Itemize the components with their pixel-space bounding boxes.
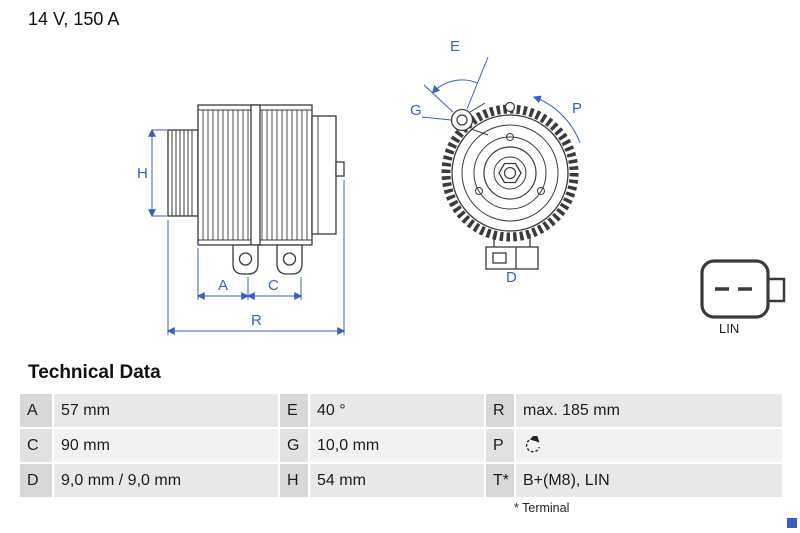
param-value: 40 ° (310, 394, 484, 427)
param-label: R (486, 394, 514, 427)
table-row: D 9,0 mm / 9,0 mm H 54 mm T* B+(M8), LIN (20, 464, 782, 497)
top-bolt (504, 101, 516, 113)
voltage-amperage-spec: 14 V, 150 A (28, 9, 120, 29)
param-value: 90 mm (54, 429, 278, 462)
table-row: A 57 mm E 40 ° R max. 185 mm (20, 394, 782, 427)
param-label: D (20, 464, 52, 497)
connector-label: LIN (719, 321, 739, 336)
rotation-direction-arrow (532, 95, 581, 144)
dimension-label-C: C (268, 277, 279, 294)
front-body (441, 101, 579, 270)
param-value (516, 429, 782, 462)
technical-data-table: A 57 mm E 40 ° R max. 185 mm C 90 mm G 1… (20, 394, 782, 499)
corner-marker (787, 518, 797, 528)
clockwise-rotation-icon (525, 435, 540, 452)
table-row: C 90 mm G 10,0 mm P (20, 429, 782, 462)
terminal-footnote: * Terminal (514, 501, 570, 515)
dimension-label-E: E (450, 38, 460, 55)
param-label: G (280, 429, 308, 462)
technical-data-heading: Technical Data (28, 362, 161, 383)
alternator-body-outline (167, 104, 345, 275)
cooling-fins-housing (197, 104, 313, 246)
dimension-label-A: A (218, 277, 228, 294)
alternator-front-view-drawing: E G P D (410, 38, 582, 286)
dimension-label-G: G (410, 102, 422, 119)
connector-body (700, 259, 770, 319)
connector-tab (766, 277, 786, 303)
alternator-side-view-drawing: H A C R (137, 104, 346, 335)
param-value: B+(M8), LIN (516, 464, 782, 497)
param-value: 9,0 mm / 9,0 mm (54, 464, 278, 497)
dimension-label-R: R (251, 312, 262, 329)
param-label: H (280, 464, 308, 497)
dimension-label-P: P (572, 100, 582, 117)
connector-drawing: LIN (700, 259, 786, 336)
b-plus-terminal (335, 161, 345, 177)
shaft-nut (498, 162, 522, 184)
mounting-lugs (232, 244, 303, 275)
front-mounting-lug (450, 102, 489, 136)
dimension-lines (148, 128, 346, 335)
param-value: 10,0 mm (310, 429, 484, 462)
param-label: C (20, 429, 52, 462)
param-label: A (20, 394, 52, 427)
fin-ring (441, 104, 579, 242)
annotation-lines (421, 56, 581, 144)
param-value: 54 mm (310, 464, 484, 497)
param-label: P (486, 429, 514, 462)
param-value: max. 185 mm (516, 394, 782, 427)
param-label: T* (486, 464, 514, 497)
param-value: 57 mm (54, 394, 278, 427)
param-label: E (280, 394, 308, 427)
dimension-label-H: H (137, 165, 148, 182)
belt-pulley (167, 129, 199, 217)
dimension-label-D: D (506, 269, 517, 286)
bottom-bracket (485, 234, 539, 270)
rear-cap (311, 115, 345, 235)
